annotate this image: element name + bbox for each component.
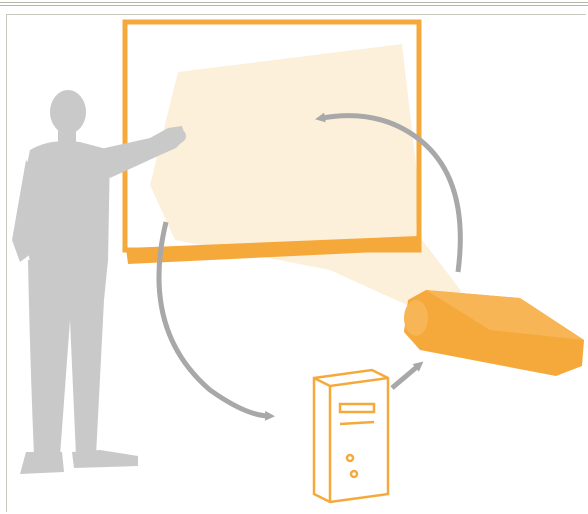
flow-arrow-computer-to-projector — [392, 366, 418, 388]
projector-icon — [404, 290, 584, 376]
projection-beam — [150, 44, 462, 312]
computer-tower-icon — [314, 370, 388, 502]
